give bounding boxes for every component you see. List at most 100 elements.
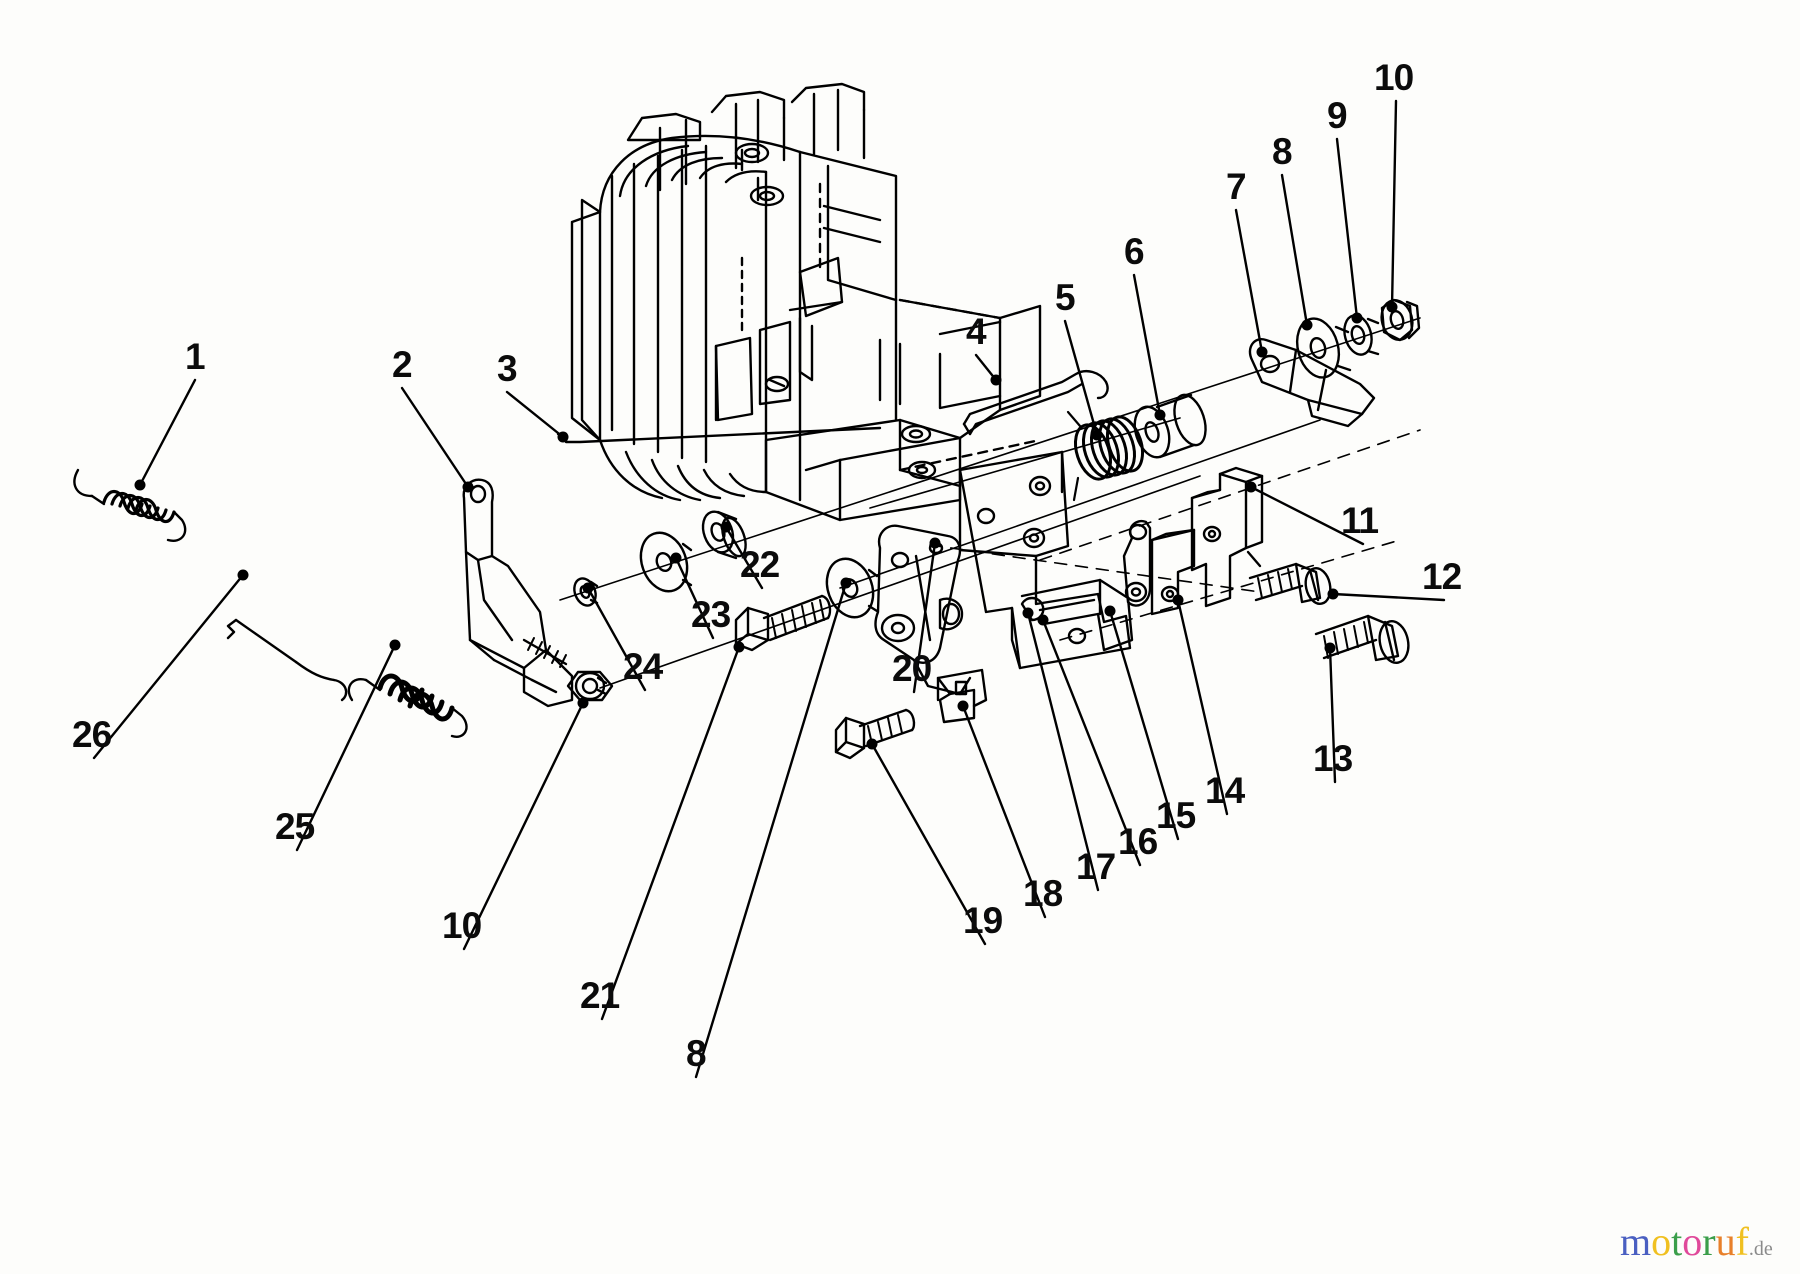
leader-line-brake-wire: [92, 573, 245, 760]
callout-label-hex-flange-screw: 19: [963, 900, 1003, 941]
leader-dot-flat-washer-large: [670, 552, 682, 564]
watermark-letter: u: [1715, 1219, 1736, 1264]
callout-label-governor-lever: 2: [392, 344, 413, 385]
leader-line-governor-bracket: [912, 541, 937, 694]
leader-line-governor-lever: [400, 386, 470, 489]
leader-dot-governor-lever: [462, 481, 474, 493]
leader-line-flat-washer: [694, 581, 848, 1079]
part-17-pivot-pin: [1122, 519, 1152, 607]
callout-label-flat-washer-large: 23: [691, 594, 731, 635]
leader-line-flat-washer-large: [674, 556, 715, 640]
leader-line-throttle-arm: [1234, 208, 1264, 354]
leader-line-return-spring: [295, 643, 397, 852]
watermark-motoruf: motoruf.de: [1620, 1222, 1773, 1262]
part-8b-flat-washer: [825, 557, 879, 619]
leader-dot-spacer-bushing: [1154, 409, 1166, 421]
callout-label-spacer-bushing: 6: [1124, 231, 1145, 272]
leader-dot-hex-nut: [1386, 301, 1398, 313]
leader-dot-return-spring: [389, 639, 401, 651]
callout-label-bracket-tab: 14: [1205, 770, 1245, 811]
part-6-spacer-bushing: [1133, 393, 1207, 459]
callout-label-throttle-arm: 7: [1226, 166, 1247, 207]
callout-label-link-rod: 4: [966, 311, 987, 352]
part-26-brake-wire: [226, 618, 348, 702]
leader-line-shoulder-screw: [1331, 592, 1446, 602]
engine-cylinder-block: [570, 82, 1042, 522]
leader-line-hex-flange-screw: [870, 742, 987, 946]
watermark-letter: r: [1702, 1219, 1716, 1264]
watermark-letter: f: [1735, 1219, 1749, 1264]
leader-line-hex-nut: [1390, 99, 1398, 309]
leader-line-small-washer: [586, 586, 647, 692]
leader-dot-spacer: [720, 521, 732, 533]
leader-dot-cable-clamp: [957, 700, 969, 712]
part-12-shoulder-screw: [1248, 562, 1332, 605]
callout-label-extension-spring: 1: [185, 336, 206, 377]
watermark-suffix: .de: [1748, 1238, 1773, 1260]
leader-dot-governor-spring: [1091, 429, 1103, 441]
leader-line-cable-clamp: [961, 704, 1047, 919]
callout-label-small-washer: 24: [623, 646, 663, 687]
leader-line-bracket-tab: [1176, 598, 1229, 816]
callout-label-throttle-bracket: 11: [1341, 500, 1379, 541]
part-25-return-spring: [347, 673, 468, 738]
leader-dot-mounting-plate: [1104, 605, 1116, 617]
callout-label-brake-wire: 26: [72, 714, 112, 755]
callout-label-control-rod: 3: [497, 348, 518, 389]
part-19-hex-flange-screw: [834, 708, 916, 760]
callout-label-governor-spring: 5: [1055, 277, 1076, 318]
leader-line-governor-spring: [1063, 319, 1099, 437]
leader-dot-hex-flange-bolt: [1324, 642, 1336, 654]
part-2-governor-lever: [462, 478, 574, 708]
leader-dot-brake-wire: [237, 569, 249, 581]
watermark-letter: o: [1682, 1219, 1703, 1264]
part-11-throttle-bracket: [1190, 466, 1264, 608]
callout-label-spacer: 22: [740, 544, 780, 585]
leader-line-hex-bolt: [600, 645, 741, 1021]
leader-line-hex-flange-bolt: [1328, 646, 1337, 784]
callout-label-lock-nut: 10: [442, 905, 482, 946]
leader-dot-lock-washer: [1351, 312, 1363, 324]
part-5-governor-spring: [1066, 410, 1145, 502]
leader-line-mounting-plate: [1108, 609, 1180, 841]
part-8-flat-washer: [1295, 317, 1352, 379]
callout-label-return-spring: 25: [275, 806, 315, 847]
part-23-flat-washer-large: [639, 531, 693, 593]
leader-line-lock-nut: [462, 701, 585, 951]
leader-line-flat-washer: [1280, 173, 1309, 327]
leader-dot-bracket-tab: [1172, 594, 1184, 606]
watermark-letter: m: [1620, 1219, 1652, 1264]
part-1-extension-spring: [73, 468, 187, 542]
watermark-letter: o: [1651, 1219, 1672, 1264]
callout-label-hex-bolt: 21: [580, 975, 620, 1016]
callout-label-flat-washer: 8: [1272, 131, 1293, 172]
leader-dot-flat-washer: [1301, 319, 1313, 331]
leader-dot-hex-bolt: [733, 641, 745, 653]
callout-label-flat-washer: 8: [686, 1033, 707, 1074]
leader-dot-flat-washer: [840, 577, 852, 589]
part-14-bracket-tab: [1150, 528, 1196, 616]
leader-dot-governor-bracket: [929, 537, 941, 549]
leader-dot-shoulder-screw: [1327, 588, 1339, 600]
callout-label-pivot-pin: 17: [1076, 846, 1116, 887]
part-7-throttle-arm: [1248, 338, 1376, 428]
leader-dot-hex-flange-screw: [866, 738, 878, 750]
part-18-cable-clamp: [936, 668, 988, 724]
callout-label-shoulder-screw: 12: [1422, 556, 1462, 597]
leader-dot-throttle-arm: [1256, 346, 1268, 358]
leader-line-throttle-bracket: [1249, 485, 1365, 546]
leader-dot-pivot-pin: [1022, 607, 1034, 619]
leader-line-control-plate: [1041, 618, 1142, 867]
leader-dot-control-plate: [1037, 614, 1049, 626]
watermark-letter: t: [1671, 1219, 1683, 1264]
leader-line-spacer: [724, 525, 764, 590]
part-20-governor-bracket: [874, 524, 972, 696]
part-16-control-plate: [958, 450, 1132, 670]
part-15-mounting-plate: [1020, 578, 1134, 652]
callout-label-governor-bracket: 20: [892, 648, 932, 689]
callout-label-mounting-plate: 15: [1156, 795, 1196, 836]
leader-dot-link-rod: [990, 374, 1002, 386]
callout-label-hex-flange-bolt: 13: [1313, 738, 1353, 779]
part-10-hex-nut: [1380, 298, 1421, 342]
